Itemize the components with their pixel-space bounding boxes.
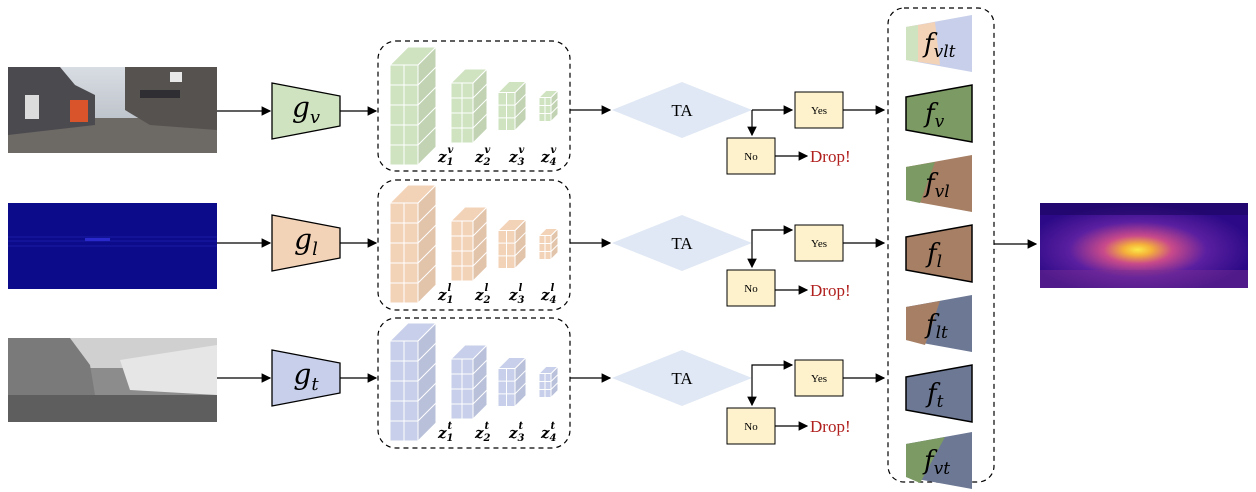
svg-text:TA: TA	[671, 101, 693, 120]
output-heatmap	[1040, 203, 1248, 288]
thermal-input-image	[8, 338, 217, 422]
ta-thermal: TA	[612, 350, 752, 406]
feature-cube-rgb-4	[537, 89, 560, 123]
yes-box-thermal: Yes	[794, 359, 844, 397]
svg-text:No: No	[744, 283, 758, 295]
feature-labels-thermal: z1t z2t z3t z4t	[437, 421, 557, 444]
feature-cube-thermal-2	[449, 343, 489, 421]
svg-text:gl: gl	[294, 223, 318, 260]
feature-cube-rgb-2	[449, 67, 489, 145]
yes-box-lidar: Yes	[794, 224, 844, 262]
drop-label-lidar: Drop!	[810, 281, 851, 300]
decoder-f-l: fl	[905, 224, 973, 283]
decoder-box	[887, 7, 995, 483]
ta-rgb: TA	[612, 82, 752, 138]
decoder-f-v: fv	[905, 84, 973, 143]
no-box-thermal: No	[726, 407, 776, 445]
encoder-thermal: gt	[271, 349, 341, 407]
yes-box-rgb: Yes	[794, 91, 844, 129]
svg-text:z4v: z4v	[540, 145, 557, 168]
feature-labels-lidar: z1l z2l z3l z4l	[437, 283, 557, 306]
svg-text:z1v: z1v	[437, 145, 454, 168]
svg-text:z2t: z2t	[474, 421, 491, 444]
drop-label-thermal: Drop!	[810, 417, 851, 436]
feature-labels-rgb: z1v z2v z3v z4v	[437, 145, 557, 168]
svg-text:Yes: Yes	[811, 238, 827, 250]
svg-text:z1t: z1t	[437, 421, 454, 444]
svg-text:gv: gv	[292, 91, 320, 128]
svg-text:z4t: z4t	[540, 421, 557, 444]
svg-text:Yes: Yes	[811, 105, 827, 117]
svg-text:z3t: z3t	[508, 421, 525, 444]
decoder-f-vl: fvl	[906, 155, 972, 212]
decoder-f-vt: fvt	[906, 432, 972, 489]
svg-text:No: No	[744, 151, 758, 163]
encoder-rgb: gv	[271, 82, 341, 140]
svg-text:z2l: z2l	[474, 283, 491, 306]
svg-text:TA: TA	[671, 369, 693, 388]
svg-text:TA: TA	[671, 234, 693, 253]
feature-cube-lidar-4	[537, 227, 560, 261]
svg-text:z4l: z4l	[540, 283, 557, 306]
feature-cube-rgb-3	[496, 80, 528, 132]
svg-text:z2v: z2v	[474, 145, 491, 168]
svg-text:No: No	[744, 421, 758, 433]
feature-cube-lidar-1	[388, 183, 438, 305]
svg-text:z3l: z3l	[508, 283, 525, 306]
feature-cube-lidar-2	[449, 205, 489, 283]
encoder-lidar: gl	[271, 214, 341, 272]
svg-text:z1l: z1l	[437, 283, 454, 306]
svg-text:Yes: Yes	[811, 373, 827, 385]
decoder-f-vlt: fvlt	[906, 15, 972, 72]
feature-cube-lidar-3	[496, 218, 528, 270]
no-box-lidar: No	[726, 269, 776, 307]
feature-cubes	[388, 45, 560, 443]
feature-cube-thermal-4	[537, 365, 560, 399]
drop-label-rgb: Drop!	[810, 147, 851, 166]
lidar-input-image	[8, 203, 217, 289]
ta-lidar: TA	[612, 215, 752, 271]
feature-cube-thermal-3	[496, 356, 528, 408]
feature-cube-thermal-1	[388, 321, 438, 443]
no-box-rgb: No	[726, 137, 776, 175]
svg-text:gt: gt	[293, 358, 319, 395]
decoder-f-t: ft	[905, 364, 973, 423]
svg-text:z3v: z3v	[508, 145, 525, 168]
decoder-f-lt: flt	[906, 295, 972, 352]
feature-cube-rgb-1	[388, 45, 438, 167]
rgb-input-image	[8, 67, 217, 153]
